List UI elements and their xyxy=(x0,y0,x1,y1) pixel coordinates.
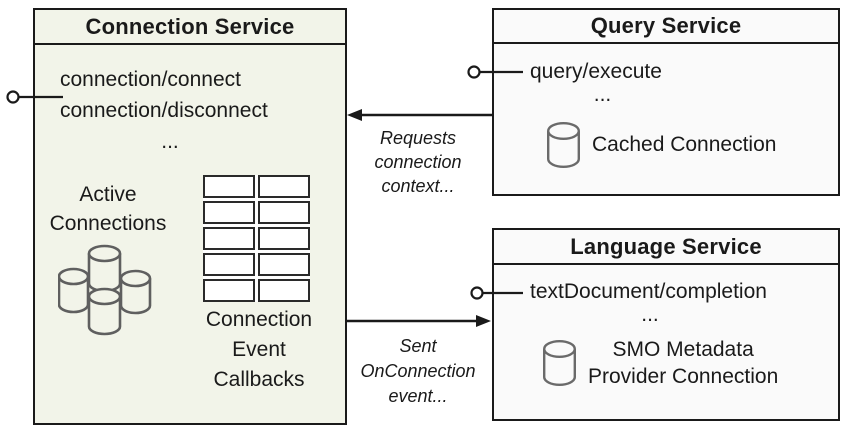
active-connections-line2: Connections xyxy=(49,212,167,235)
language-service-box: Language Service textDocument/completion… xyxy=(492,228,840,421)
connection-service-methods: connection/connect connection/disconnect… xyxy=(60,64,280,157)
callbacks-line3: Callbacks xyxy=(213,368,305,391)
smo-metadata-label: SMO Metadata Provider Connection xyxy=(588,336,778,390)
language-ellipsis: ... xyxy=(641,303,659,326)
table-cell xyxy=(258,201,310,224)
sent-line3: event... xyxy=(388,386,448,406)
callbacks-table-icon xyxy=(203,175,310,302)
requests-connection-arrow xyxy=(347,109,492,121)
table-cell xyxy=(203,227,255,250)
method-connection-connect: connection/connect xyxy=(60,68,241,91)
active-connections-cluster-icon xyxy=(58,244,152,336)
callbacks-line2: Event xyxy=(232,338,286,361)
callbacks-line1: Connection xyxy=(205,308,313,331)
requests-line1: Requests xyxy=(379,128,457,148)
sent-onconnection-annotation: Sent OnConnection event... xyxy=(348,334,488,409)
query-ellipsis: ... xyxy=(593,83,612,106)
sent-onconnection-arrow xyxy=(347,315,491,327)
connection-event-callbacks-label: Connection Event Callbacks xyxy=(185,305,333,395)
requests-line2: connection xyxy=(374,152,462,172)
table-cell xyxy=(258,175,310,198)
table-cell xyxy=(258,253,310,276)
connection-service-box: Connection Service connection/connect co… xyxy=(33,8,347,425)
method-query-execute: query/execute xyxy=(530,60,662,83)
active-connections-label: Active Connections xyxy=(35,180,181,238)
cached-connection-label: Cached Connection xyxy=(592,133,777,156)
cached-connection-row: Cached Connection xyxy=(547,122,776,168)
requests-line3: context... xyxy=(381,176,455,196)
table-cell xyxy=(258,279,310,302)
query-service-title: Query Service xyxy=(494,10,838,44)
active-connections-line1: Active xyxy=(79,183,137,206)
smo-label-line1: SMO Metadata xyxy=(612,338,754,361)
sent-line1: Sent xyxy=(399,336,437,356)
method-connection-disconnect: connection/disconnect xyxy=(60,99,268,122)
table-cell xyxy=(258,227,310,250)
requests-connection-annotation: Requests connection context... xyxy=(350,126,486,198)
methods-ellipsis: ... xyxy=(161,130,179,153)
smo-label-line2: Provider Connection xyxy=(588,365,779,388)
table-cell xyxy=(203,201,255,224)
sent-line2: OnConnection xyxy=(360,361,476,381)
database-cylinder-icon xyxy=(547,122,580,168)
database-cylinder-icon xyxy=(543,340,576,386)
method-textdocument-completion: textDocument/completion xyxy=(530,280,767,303)
smo-metadata-row: SMO Metadata Provider Connection xyxy=(543,336,778,390)
table-cell xyxy=(203,279,255,302)
connection-service-title: Connection Service xyxy=(35,10,345,45)
query-service-box: Query Service query/execute ... Cached C… xyxy=(492,8,840,196)
table-cell xyxy=(203,253,255,276)
table-cell xyxy=(203,175,255,198)
language-service-title: Language Service xyxy=(494,230,838,265)
